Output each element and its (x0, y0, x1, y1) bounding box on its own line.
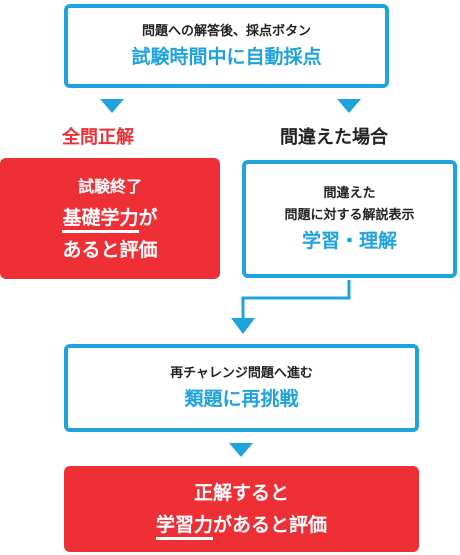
basic-ability-text: 基礎学力 (62, 206, 139, 233)
arrow-to-retry (231, 318, 255, 334)
retry-caption: 再チャレンジ問題へ進む (170, 366, 313, 381)
exam-end-box: 試験終了 基礎学力が あると評価 (0, 158, 220, 279)
final-evaluation-box: 正解すると 学習力があると評価 (64, 466, 419, 552)
auto-grading-caption: 問題への解答後、採点ボタン (141, 24, 311, 39)
study-understand-text: 学習・理解 (301, 230, 397, 252)
explanation-line2: 問題に対する解説表示 (284, 208, 415, 223)
arrow-to-final (229, 443, 253, 457)
learning-ability-text: 学習力 (155, 514, 213, 540)
exam-end-title: 試験終了 (77, 176, 142, 196)
evaluated-text: あると評価 (62, 238, 158, 261)
retry-box: 再チャレンジ問題へ進む 類題に再挑戦 (64, 344, 419, 432)
auto-grading-title: 試験時間中に自動採点 (131, 46, 322, 68)
incorrect-label: 間違えた場合 (280, 127, 388, 148)
final-evaluated-text: があると評価 (213, 514, 328, 536)
arrow-to-wrong-label (337, 99, 361, 113)
retry-title: 類題に再挑戦 (184, 388, 299, 410)
explanation-line1: 間違えた (323, 186, 376, 201)
ga-text: が (138, 206, 158, 229)
auto-grading-box: 問題への解答後、採点ボタン 試験時間中に自動採点 (64, 4, 389, 88)
final-line1: 正解すると (193, 482, 289, 504)
explanation-box: 間違えた 問題に対する解説表示 学習・理解 (242, 160, 457, 278)
connector-line-wrong-to-retry (241, 280, 351, 322)
arrow-to-correct-label (100, 99, 124, 113)
all-correct-label: 全問正解 (62, 127, 134, 148)
